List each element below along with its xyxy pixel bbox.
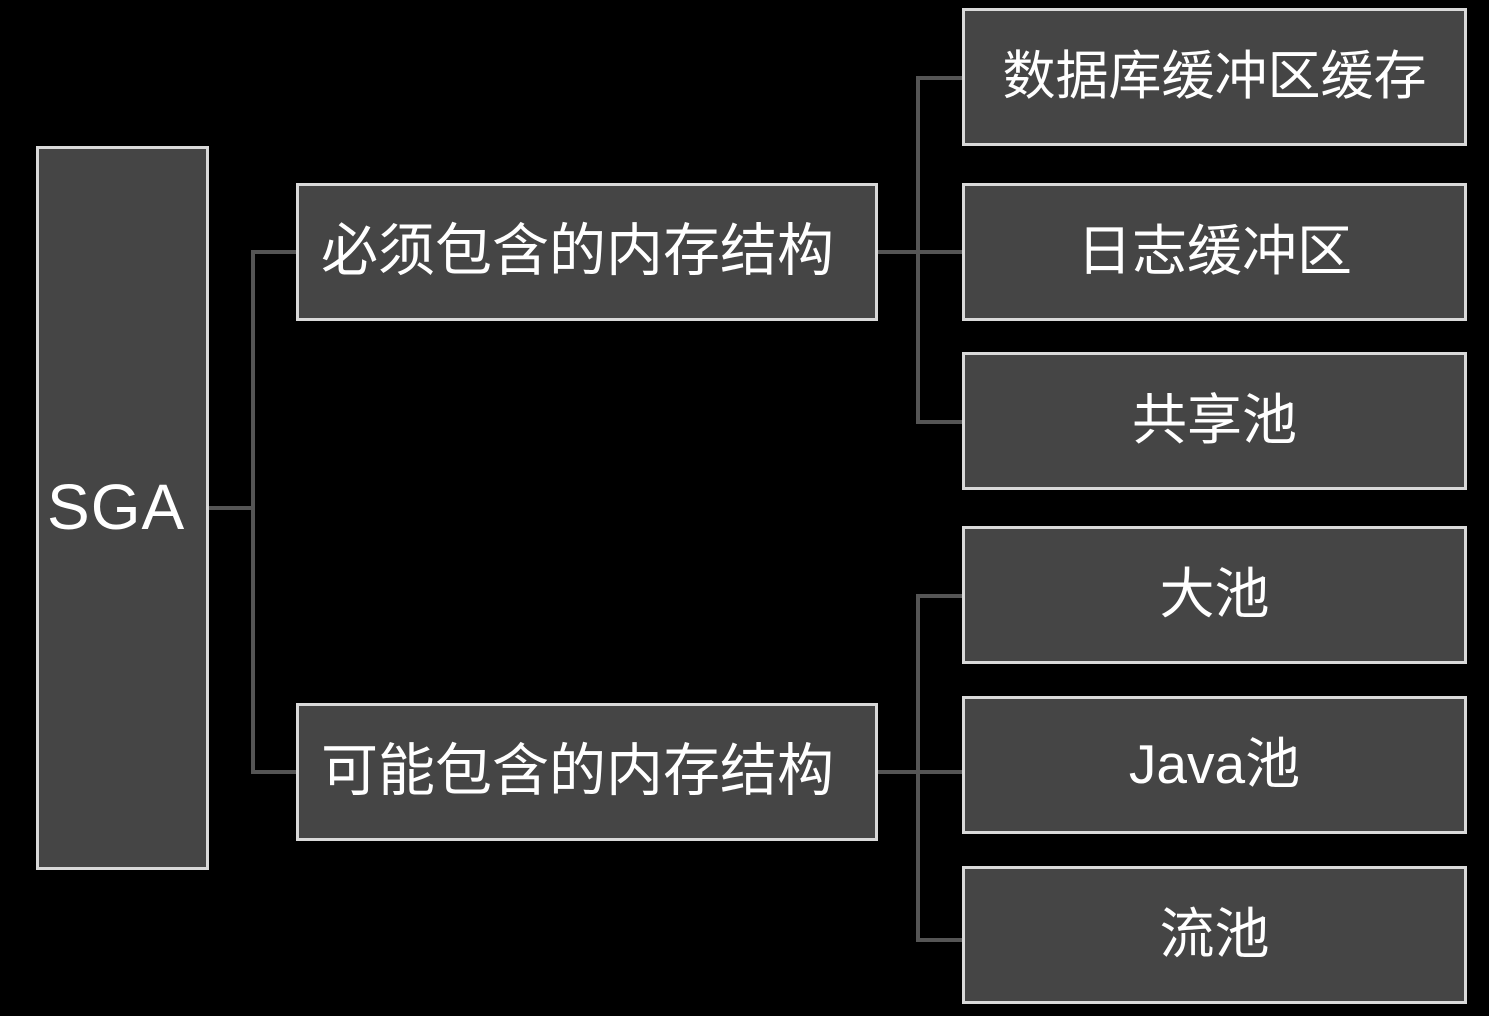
node-root-sga[interactable]: SGA <box>36 146 209 870</box>
connector-branch-1-to-leaf-2 <box>916 250 964 254</box>
node-branch-optional-memory-structures[interactable]: 可能包含的内存结构 <box>296 703 878 841</box>
connector-branch-2-to-leaf-2 <box>916 770 964 774</box>
node-leaf-redo-log-buffer[interactable]: 日志缓冲区 <box>962 183 1467 321</box>
connector-root-to-branch-1 <box>251 250 298 254</box>
connector-branch-1-stub <box>876 250 920 254</box>
node-leaf-database-buffer-cache[interactable]: 数据库缓冲区缓存 <box>962 8 1467 146</box>
connector-branch-1-to-leaf-3 <box>916 420 964 424</box>
connector-root-stub <box>208 506 255 510</box>
connector-branch-2-to-leaf-1 <box>916 594 964 598</box>
node-leaf-large-pool[interactable]: 大池 <box>962 526 1467 664</box>
node-leaf-streams-pool[interactable]: 流池 <box>962 866 1467 1004</box>
connector-branch-2-trunk <box>916 594 920 942</box>
node-branch-required-memory-structures[interactable]: 必须包含的内存结构 <box>296 183 878 321</box>
connector-root-to-branch-2 <box>251 770 298 774</box>
connector-branch-2-to-leaf-3 <box>916 938 964 942</box>
node-leaf-shared-pool[interactable]: 共享池 <box>962 352 1467 490</box>
connector-root-trunk <box>251 250 255 774</box>
connector-branch-2-stub <box>876 770 920 774</box>
connector-branch-1-to-leaf-1 <box>916 76 964 80</box>
node-leaf-java-pool[interactable]: Java池 <box>962 696 1467 834</box>
